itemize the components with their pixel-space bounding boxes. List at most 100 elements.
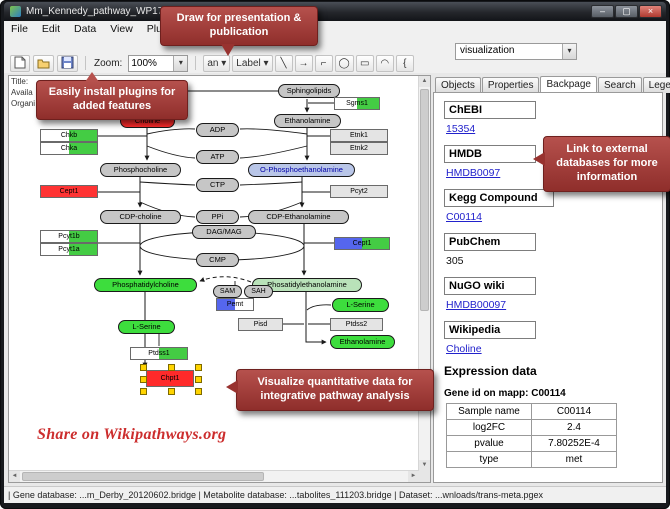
visualization-value: visualization <box>460 45 515 56</box>
save-button[interactable] <box>57 54 78 72</box>
selection-handle[interactable] <box>167 388 175 395</box>
selection-handle[interactable] <box>195 376 202 383</box>
scroll-up-arrow-icon[interactable]: ▲ <box>419 76 430 87</box>
node-o-phosphoethanolamine[interactable]: O-Phosphoethanolamine <box>248 163 355 177</box>
node-pisd[interactable]: Pisd <box>238 318 283 331</box>
node-phosatidylethanolamine[interactable]: Phosatidylethanolamine <box>252 278 362 292</box>
selection-handle[interactable] <box>195 364 202 371</box>
zoom-label: Zoom: <box>94 57 123 69</box>
menu-file[interactable]: File <box>11 22 28 35</box>
menu-data[interactable]: Data <box>74 22 97 35</box>
arc-tool[interactable]: ◠ <box>375 54 394 72</box>
node-chka[interactable]: Chka <box>40 142 98 155</box>
node-cdp-choline[interactable]: CDP-choline <box>100 210 181 224</box>
save-disk-icon <box>61 56 74 68</box>
node-cept1[interactable]: Cept1 <box>40 185 98 198</box>
tab-objects[interactable]: Objects <box>435 77 481 93</box>
titlebar[interactable]: Mm_Kennedy_pathway_WP1771_45176.gpml – ▢… <box>4 2 666 21</box>
node-etnk2[interactable]: Etnk2 <box>330 142 388 155</box>
selection-handle[interactable] <box>140 364 147 371</box>
table-row: log2FC 2.4 <box>446 419 617 436</box>
node-ethanolamine[interactable]: Ethanolamine <box>330 335 395 349</box>
toolbar-separator <box>85 56 86 70</box>
oval-tool[interactable]: ◯ <box>334 54 354 72</box>
chebi-id-link[interactable]: 15354 <box>446 123 476 135</box>
node-ppi[interactable]: PPi <box>196 210 239 224</box>
scroll-right-arrow-icon[interactable]: ► <box>408 471 419 482</box>
callout-install-plugins: Easily install plugins for added feature… <box>36 72 188 120</box>
panel-tabs: Objects Properties Backpage Search Legen… <box>433 75 670 93</box>
node-pcyt1b[interactable]: Pcyt1b <box>40 230 98 243</box>
rectangle-tool[interactable]: ▭ <box>355 54 374 72</box>
status-text: | Gene database: ...m_Derby_20120602.bri… <box>8 490 544 500</box>
new-file-button[interactable] <box>10 54 30 72</box>
minimize-button[interactable]: – <box>591 5 614 18</box>
node-cmp[interactable]: CMP <box>196 253 239 267</box>
node-chpt1[interactable]: Chpt1 <box>146 370 194 387</box>
node-pcyt2[interactable]: Pcyt2 <box>330 185 388 198</box>
hmdb-id-link[interactable]: HMDB0097 <box>446 167 501 179</box>
node-pcyt1a[interactable]: Pcyt1a <box>40 243 98 256</box>
node-etnk1[interactable]: Etnk1 <box>330 129 388 142</box>
elbow-line-tool[interactable]: ⌐ <box>314 54 333 72</box>
node-phosphatidylcholine[interactable]: Phosphatidylcholine <box>94 278 197 292</box>
node-sgms1[interactable]: Sgms1 <box>334 97 380 110</box>
node-ptdss1[interactable]: Ptdss1 <box>130 347 188 360</box>
section-header-nugo: NuGO wiki <box>444 277 536 295</box>
node-chkb[interactable]: Chkb <box>40 129 98 142</box>
chevron-down-icon[interactable]: ▾ <box>562 44 576 59</box>
arrow-tool[interactable]: → <box>294 54 313 72</box>
datanode-tool[interactable]: an ▾ <box>203 54 231 72</box>
node-phosphocholine[interactable]: Phosphocholine <box>100 163 181 177</box>
node-l-serine[interactable]: L-Serine <box>332 298 389 312</box>
horizontal-scroll-thumb[interactable] <box>22 472 264 481</box>
tab-legend[interactable]: Legend <box>642 77 670 93</box>
node-sah[interactable]: SAH <box>244 285 273 298</box>
scroll-down-arrow-icon[interactable]: ▼ <box>419 460 430 471</box>
selection-handle[interactable] <box>140 388 147 395</box>
close-button[interactable]: × <box>639 5 662 18</box>
line-tool[interactable]: ╲ <box>274 54 293 72</box>
callout-draw-presentation: Draw for presentation & publication <box>160 6 318 56</box>
tab-backpage[interactable]: Backpage <box>540 76 597 93</box>
node-cept1[interactable]: Cept1 <box>334 237 390 250</box>
open-file-button[interactable] <box>33 54 54 72</box>
maximize-button[interactable]: ▢ <box>615 5 638 18</box>
node-atp[interactable]: ATP <box>196 150 239 164</box>
tab-properties[interactable]: Properties <box>481 77 540 93</box>
node-sphingolipids[interactable]: Sphingolipids <box>278 84 340 98</box>
node-pemt[interactable]: Pemt <box>216 298 254 311</box>
node-ctp[interactable]: CTP <box>196 178 239 192</box>
node-l-serine[interactable]: L-Serine <box>118 320 175 334</box>
label-tool[interactable]: Label ▾ <box>232 54 273 72</box>
node-dag-mag[interactable]: DAG/MAG <box>192 225 256 239</box>
nugo-id-link[interactable]: HMDB00097 <box>446 299 507 311</box>
visualization-combobox[interactable]: visualization ▾ <box>455 43 577 60</box>
selection-handle[interactable] <box>195 388 202 395</box>
node-cdp-ethanolamine[interactable]: CDP-Ethanolamine <box>248 210 349 224</box>
node-ethanolamine[interactable]: Ethanolamine <box>274 114 341 128</box>
new-file-icon <box>14 56 26 68</box>
zoom-combobox[interactable]: ▾ <box>128 54 189 72</box>
brace-tool[interactable]: { <box>395 54 414 72</box>
node-ptdss2[interactable]: Ptdss2 <box>330 318 383 331</box>
chevron-down-icon[interactable]: ▾ <box>173 55 188 71</box>
menu-view[interactable]: View <box>110 22 133 35</box>
scroll-left-arrow-icon[interactable]: ◄ <box>9 471 20 482</box>
kegg-id-link[interactable]: C00114 <box>446 211 483 223</box>
vertical-scroll-thumb[interactable] <box>420 89 429 311</box>
canvas-vertical-scrollbar[interactable]: ▲ ▼ <box>418 76 430 471</box>
tab-search[interactable]: Search <box>597 77 642 93</box>
canvas-horizontal-scrollbar[interactable]: ◄ ► <box>9 470 419 482</box>
menu-edit[interactable]: Edit <box>41 22 61 35</box>
node-sam[interactable]: SAM <box>213 285 242 298</box>
wikipedia-link[interactable]: Choline <box>446 343 482 355</box>
zoom-input[interactable] <box>129 55 174 71</box>
pathway-canvas[interactable]: Title: Availa Organi Share on Wikipathwa… <box>9 76 419 471</box>
callout-text: Visualize quantitative data for integrat… <box>257 376 413 402</box>
node-adp[interactable]: ADP <box>196 123 239 137</box>
selection-handle[interactable] <box>140 376 147 383</box>
table-cell: pvalue <box>446 435 532 452</box>
selection-handle[interactable] <box>167 364 175 371</box>
